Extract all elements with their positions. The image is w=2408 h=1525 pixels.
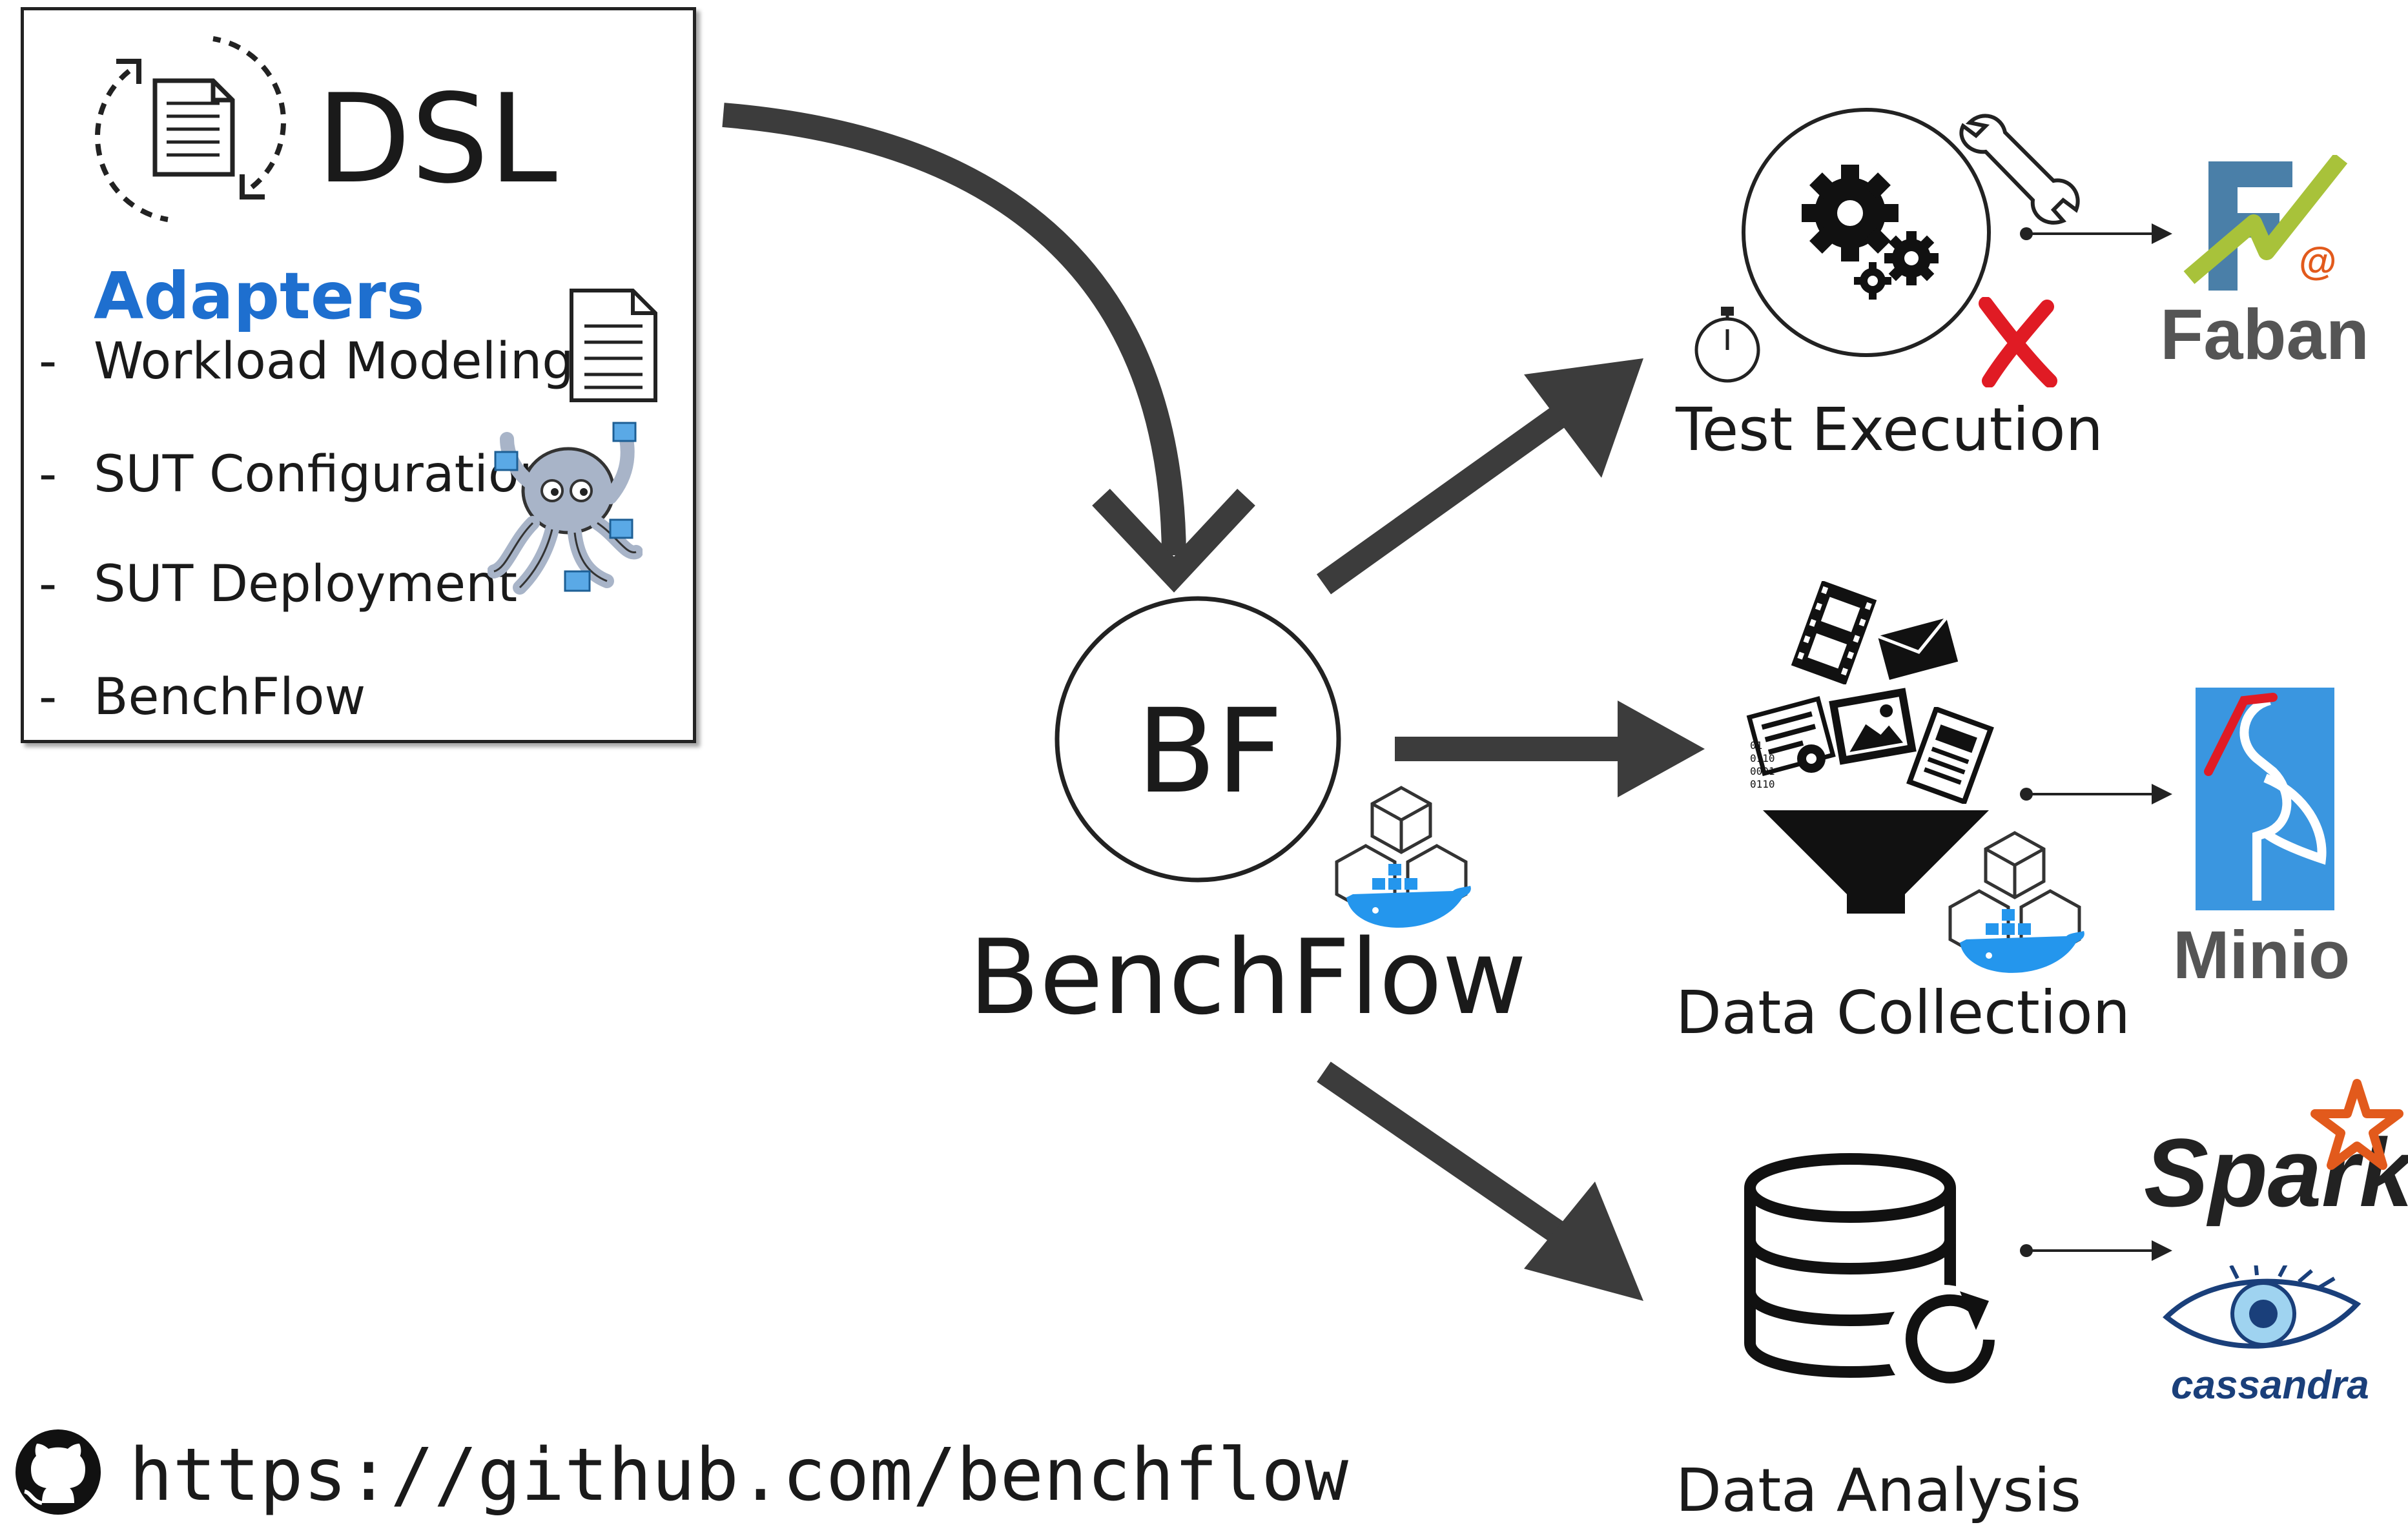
error-x-icon	[1979, 297, 2057, 387]
adapters-heading: Adapters	[94, 258, 425, 334]
refresh-icon	[1906, 1291, 1995, 1384]
octopus-icon	[488, 422, 643, 595]
connector-minio	[2020, 784, 2172, 804]
gears-icon	[1742, 108, 1991, 357]
funnel-icon	[1763, 810, 1989, 914]
svg-text:0110: 0110	[1750, 778, 1775, 790]
docker-icon	[1335, 786, 1471, 928]
stopwatch-icon	[1694, 307, 1760, 383]
adapter-item-workload-modeling: -Workload Modeling	[39, 333, 574, 391]
document-cycle-icon	[95, 36, 286, 222]
docker-icon	[1948, 831, 2084, 973]
adapter-item-benchflow: -BenchFlow	[39, 668, 366, 726]
bf-abbrev: BF	[1137, 684, 1284, 819]
tool-faban: Faban	[2160, 295, 2369, 374]
benchflow-label: BenchFlow	[969, 917, 1527, 1038]
connector-spark-cassandra	[2020, 1240, 2172, 1261]
adapter-item-sut-configuration: -SUT Configuration	[39, 445, 551, 504]
svg-text:01: 01	[1750, 739, 1762, 752]
faban-logo: @	[2183, 155, 2348, 291]
tool-minio: Minio	[2173, 917, 2351, 993]
connector-faban	[2020, 223, 2172, 244]
image-icon	[1829, 688, 1917, 765]
github-icon[interactable]	[13, 1427, 103, 1517]
bf-circle	[1055, 596, 1341, 883]
svg-text:0110: 0110	[1750, 752, 1775, 764]
stage-data-analysis: Data Analysis	[1676, 1456, 2081, 1525]
stage-data-collection: Data Collection	[1676, 978, 2130, 1047]
svg-text:0001: 0001	[1750, 765, 1775, 777]
tool-spark: Spark	[2144, 1118, 2408, 1227]
dsl-title: DSL	[316, 68, 557, 210]
newspaper-icon	[1906, 707, 1994, 804]
arrow-to-data-collection	[1395, 701, 1705, 797]
binary-gear-icon: 01 0110 0001 0110	[1750, 739, 1826, 790]
arrow-to-test-execution	[1316, 358, 1643, 595]
adapter-item-sut-deployment: -SUT Deployment	[39, 555, 518, 613]
spark-star-icon	[2310, 1079, 2403, 1170]
tool-cassandra: cassandra	[2171, 1363, 2369, 1407]
github-url-link[interactable]: https://github.com/benchflow	[129, 1433, 1349, 1517]
svg-text:@: @	[2299, 240, 2337, 283]
mail-icon	[1877, 617, 1959, 681]
arrow-dsl-to-bf	[722, 103, 1255, 593]
cassandra-eye-icon	[2163, 1265, 2362, 1349]
document-icon	[570, 289, 657, 402]
arrow-to-data-analysis	[1317, 1061, 1643, 1301]
wrench-icon	[1959, 114, 2080, 225]
stage-test-execution: Test Execution	[1676, 395, 2103, 464]
film-icon	[1791, 581, 1877, 684]
minio-logo	[2196, 688, 2334, 910]
